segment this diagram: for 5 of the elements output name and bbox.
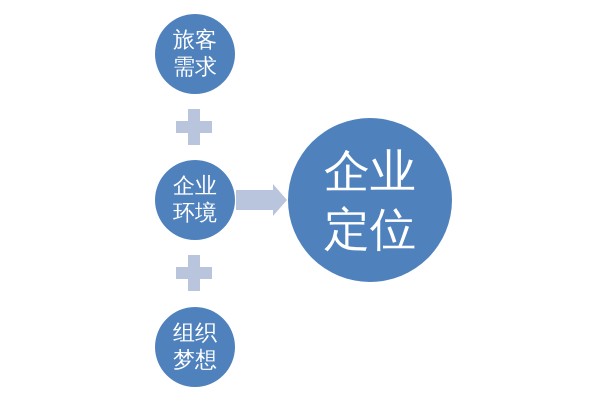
circle-label: 企业定位 (322, 143, 417, 258)
circle-label: 组织梦想 (172, 320, 218, 374)
circle-label: 企业环境 (172, 173, 218, 227)
arrow (236, 184, 287, 216)
circle-label: 旅客需求 (172, 27, 218, 81)
